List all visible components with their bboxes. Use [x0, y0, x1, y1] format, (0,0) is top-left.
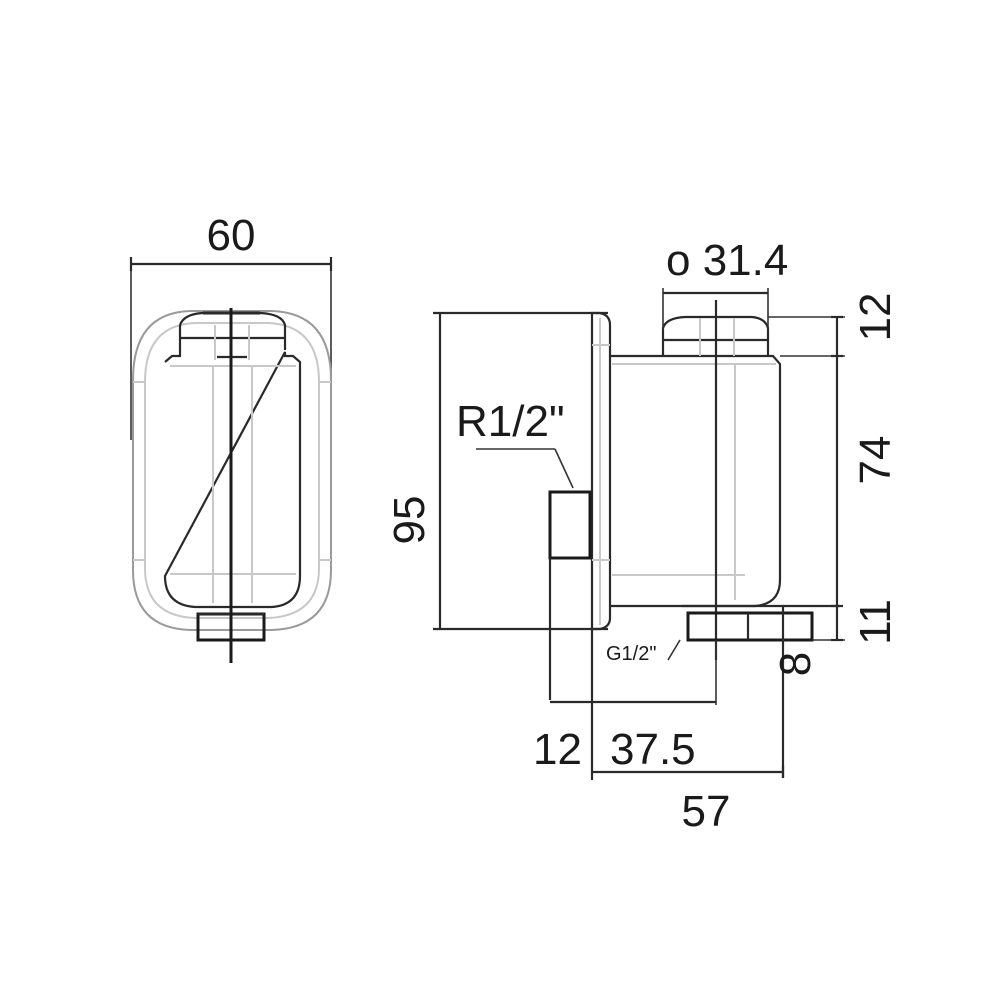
wall-offset-label: 12 — [533, 725, 582, 774]
front-inner-shell — [144, 322, 320, 619]
wall-plate — [590, 311, 612, 631]
front-outer-shell — [132, 310, 332, 631]
top-height-label: 12 — [851, 293, 900, 342]
side-view: 95 R1/2" — [385, 236, 900, 836]
side-top-nut — [661, 315, 770, 356]
bottom-dimensions: 12 37.5 57 — [533, 629, 785, 836]
nut-width-label: 8 — [771, 652, 820, 676]
height-dimension: 95 — [385, 311, 608, 631]
body-height-label: 74 — [851, 436, 900, 485]
depth-label: 57 — [682, 787, 731, 836]
diameter-dimension: o 31.4 — [662, 236, 788, 330]
diameter-label: o 31.4 — [666, 236, 788, 285]
center-offset-label: 37.5 — [610, 725, 696, 774]
front-view: 60 — [129, 211, 333, 663]
outlet-thread-label: G1/2" — [606, 643, 656, 665]
height-label: 95 — [385, 496, 434, 545]
side-body — [610, 354, 782, 608]
front-body — [163, 351, 302, 609]
inlet-thread-label: R1/2" — [456, 397, 565, 446]
bottom-height-label: 11 — [851, 599, 900, 645]
front-width-label: 60 — [207, 211, 256, 260]
inlet-thread: R1/2" — [456, 397, 592, 700]
front-width-dimension: 60 — [129, 211, 333, 440]
right-dimensions: 12 74 11 8 — [768, 293, 900, 676]
